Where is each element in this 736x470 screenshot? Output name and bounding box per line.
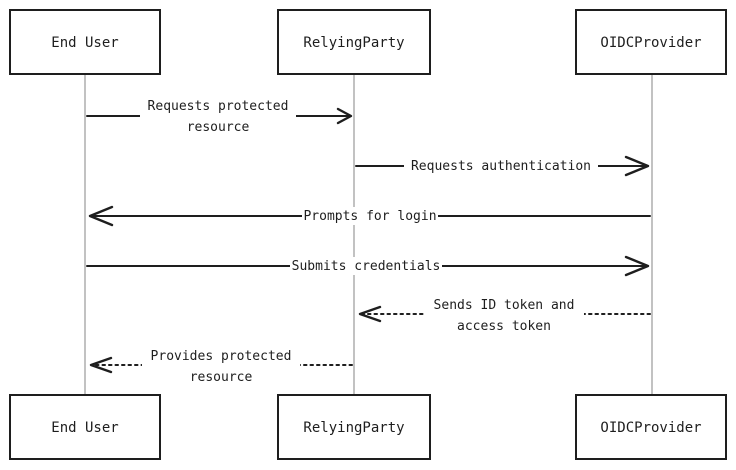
- actor-bottom-oidc-provider: OIDCProvider: [575, 394, 727, 460]
- message-sends-id-token: Sends ID token and access token: [358, 294, 651, 334]
- actor-top-relying-party: RelyingParty: [277, 9, 431, 75]
- actor-label: End User: [51, 35, 118, 51]
- message-label: Provides protected: [151, 349, 292, 364]
- message-label: Submits credentials: [292, 259, 441, 274]
- actor-label: RelyingParty: [303, 420, 404, 436]
- actor-bottom-relying-party: RelyingParty: [277, 394, 431, 460]
- message-label: Sends ID token and: [434, 298, 575, 313]
- message-submits-credentials: Submits credentials: [86, 255, 650, 277]
- message-label: Requests protected: [148, 99, 289, 114]
- arrowhead-left-icon: [358, 305, 382, 323]
- actor-top-oidc-provider: OIDCProvider: [575, 9, 727, 75]
- message-label: access token: [457, 319, 551, 334]
- arrowhead-left-icon: [88, 205, 114, 227]
- arrowhead-right-icon: [624, 255, 650, 277]
- actor-top-end-user: End User: [9, 9, 161, 75]
- message-label: resource: [190, 370, 253, 385]
- message-requests-protected-resource: Requests protected resource: [86, 96, 353, 135]
- message-label: Requests authentication: [411, 159, 591, 174]
- actor-label: End User: [51, 420, 118, 436]
- message-provides-protected-resource: Provides protected resource: [89, 345, 353, 385]
- message-label: resource: [187, 120, 250, 135]
- arrowhead-left-icon: [89, 356, 113, 374]
- message-label: Prompts for login: [303, 209, 436, 224]
- actor-bottom-end-user: End User: [9, 394, 161, 460]
- message-requests-authentication: Requests authentication: [355, 155, 650, 177]
- arrowhead-right-icon: [336, 107, 353, 125]
- message-prompts-for-login: Prompts for login: [88, 205, 651, 227]
- actor-label: OIDCProvider: [600, 420, 701, 436]
- actor-label: OIDCProvider: [600, 35, 701, 51]
- arrowhead-right-icon: [624, 155, 650, 177]
- actor-label: RelyingParty: [303, 35, 404, 51]
